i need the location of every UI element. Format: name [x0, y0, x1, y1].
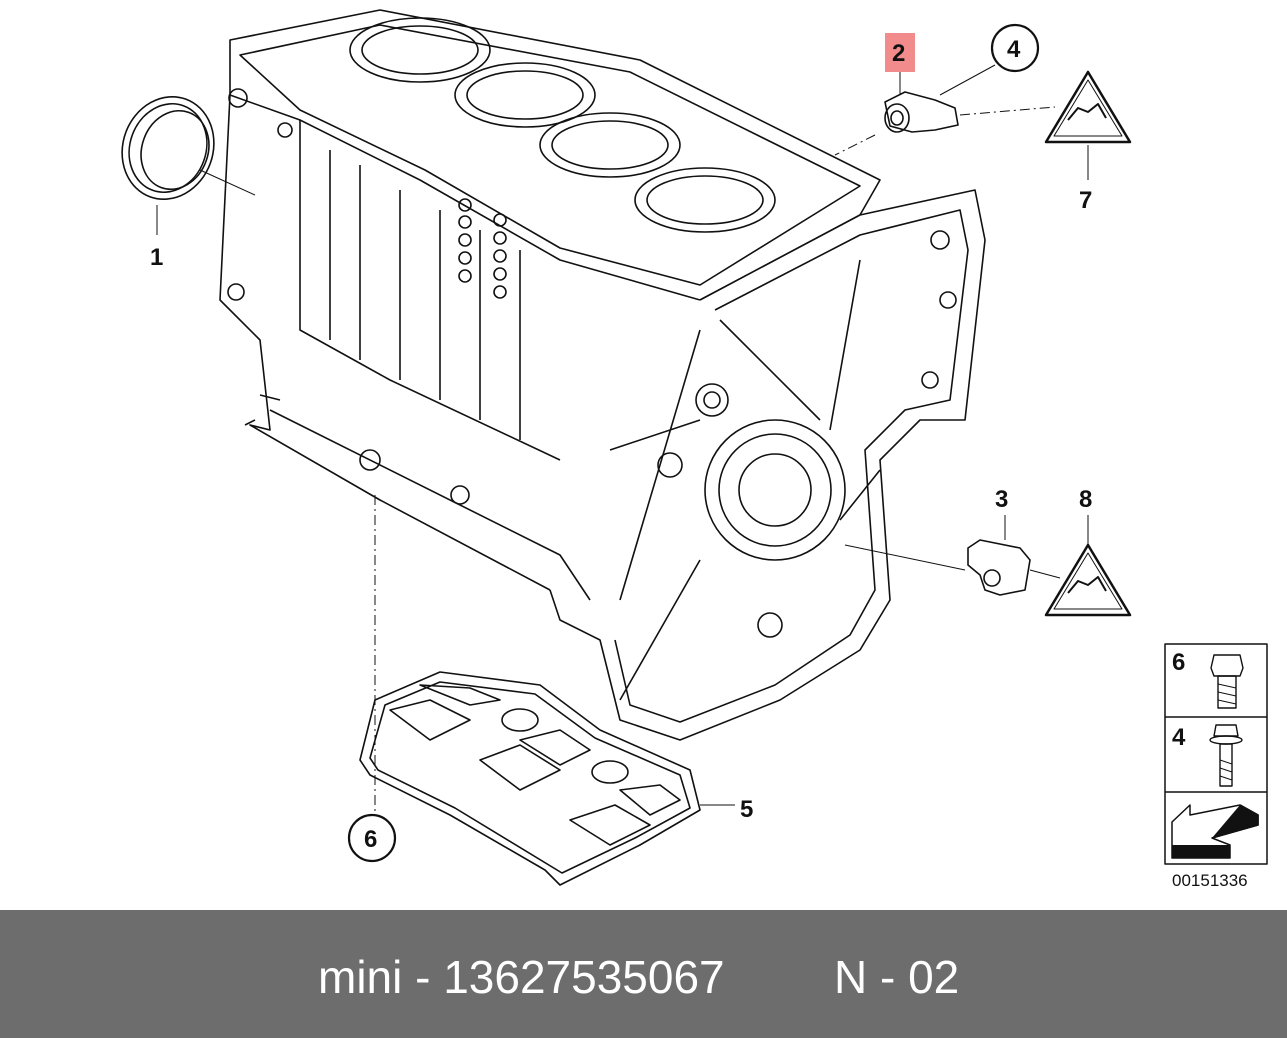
callout-label-6: 6: [364, 826, 377, 853]
baffle-plate-drawing: [359, 495, 735, 886]
drawing-number: 00151336: [1172, 871, 1248, 890]
callout-label-5: 5: [740, 796, 753, 823]
warning-triangle-icon: [1044, 515, 1132, 617]
callout-label-3: 3: [995, 486, 1008, 513]
callout-label-2: 2: [892, 40, 905, 67]
warning-triangle-icon: [1044, 70, 1132, 180]
legend-label-flange-bolt: 4: [1172, 724, 1186, 751]
sensor-part-3-drawing: [844, 515, 1061, 596]
sensor-part-2-drawing: [834, 64, 1056, 156]
parts-diagram: 1 2 3 4 5 6 7 8 6 4 00151336: [121, 9, 1268, 890]
callout-label-8: 8: [1079, 486, 1092, 513]
arrow-left-icon: [1171, 804, 1259, 859]
callout-circle-6: [347, 813, 397, 863]
hex-bolt-icon: [1210, 654, 1244, 709]
part-number-caption: mini - 13627535067: [318, 951, 725, 1003]
flange-bolt-icon: [1209, 724, 1243, 787]
legend-label-hex-bolt: 6: [1172, 649, 1185, 676]
callout-circle-4: [990, 23, 1040, 73]
engine-block-drawing: [219, 9, 986, 741]
rear-seal-ring-drawing: [121, 95, 256, 235]
callout-label-7: 7: [1079, 187, 1092, 214]
callout-highlight-2: [885, 33, 915, 72]
footer-bar: mini - 13627535067 N - 02: [0, 910, 1287, 1038]
callout-label-1: 1: [150, 244, 163, 271]
page-caption: N - 02: [834, 951, 960, 1003]
callout-label-4: 4: [1007, 36, 1021, 63]
hardware-legend-table: [1164, 643, 1268, 865]
